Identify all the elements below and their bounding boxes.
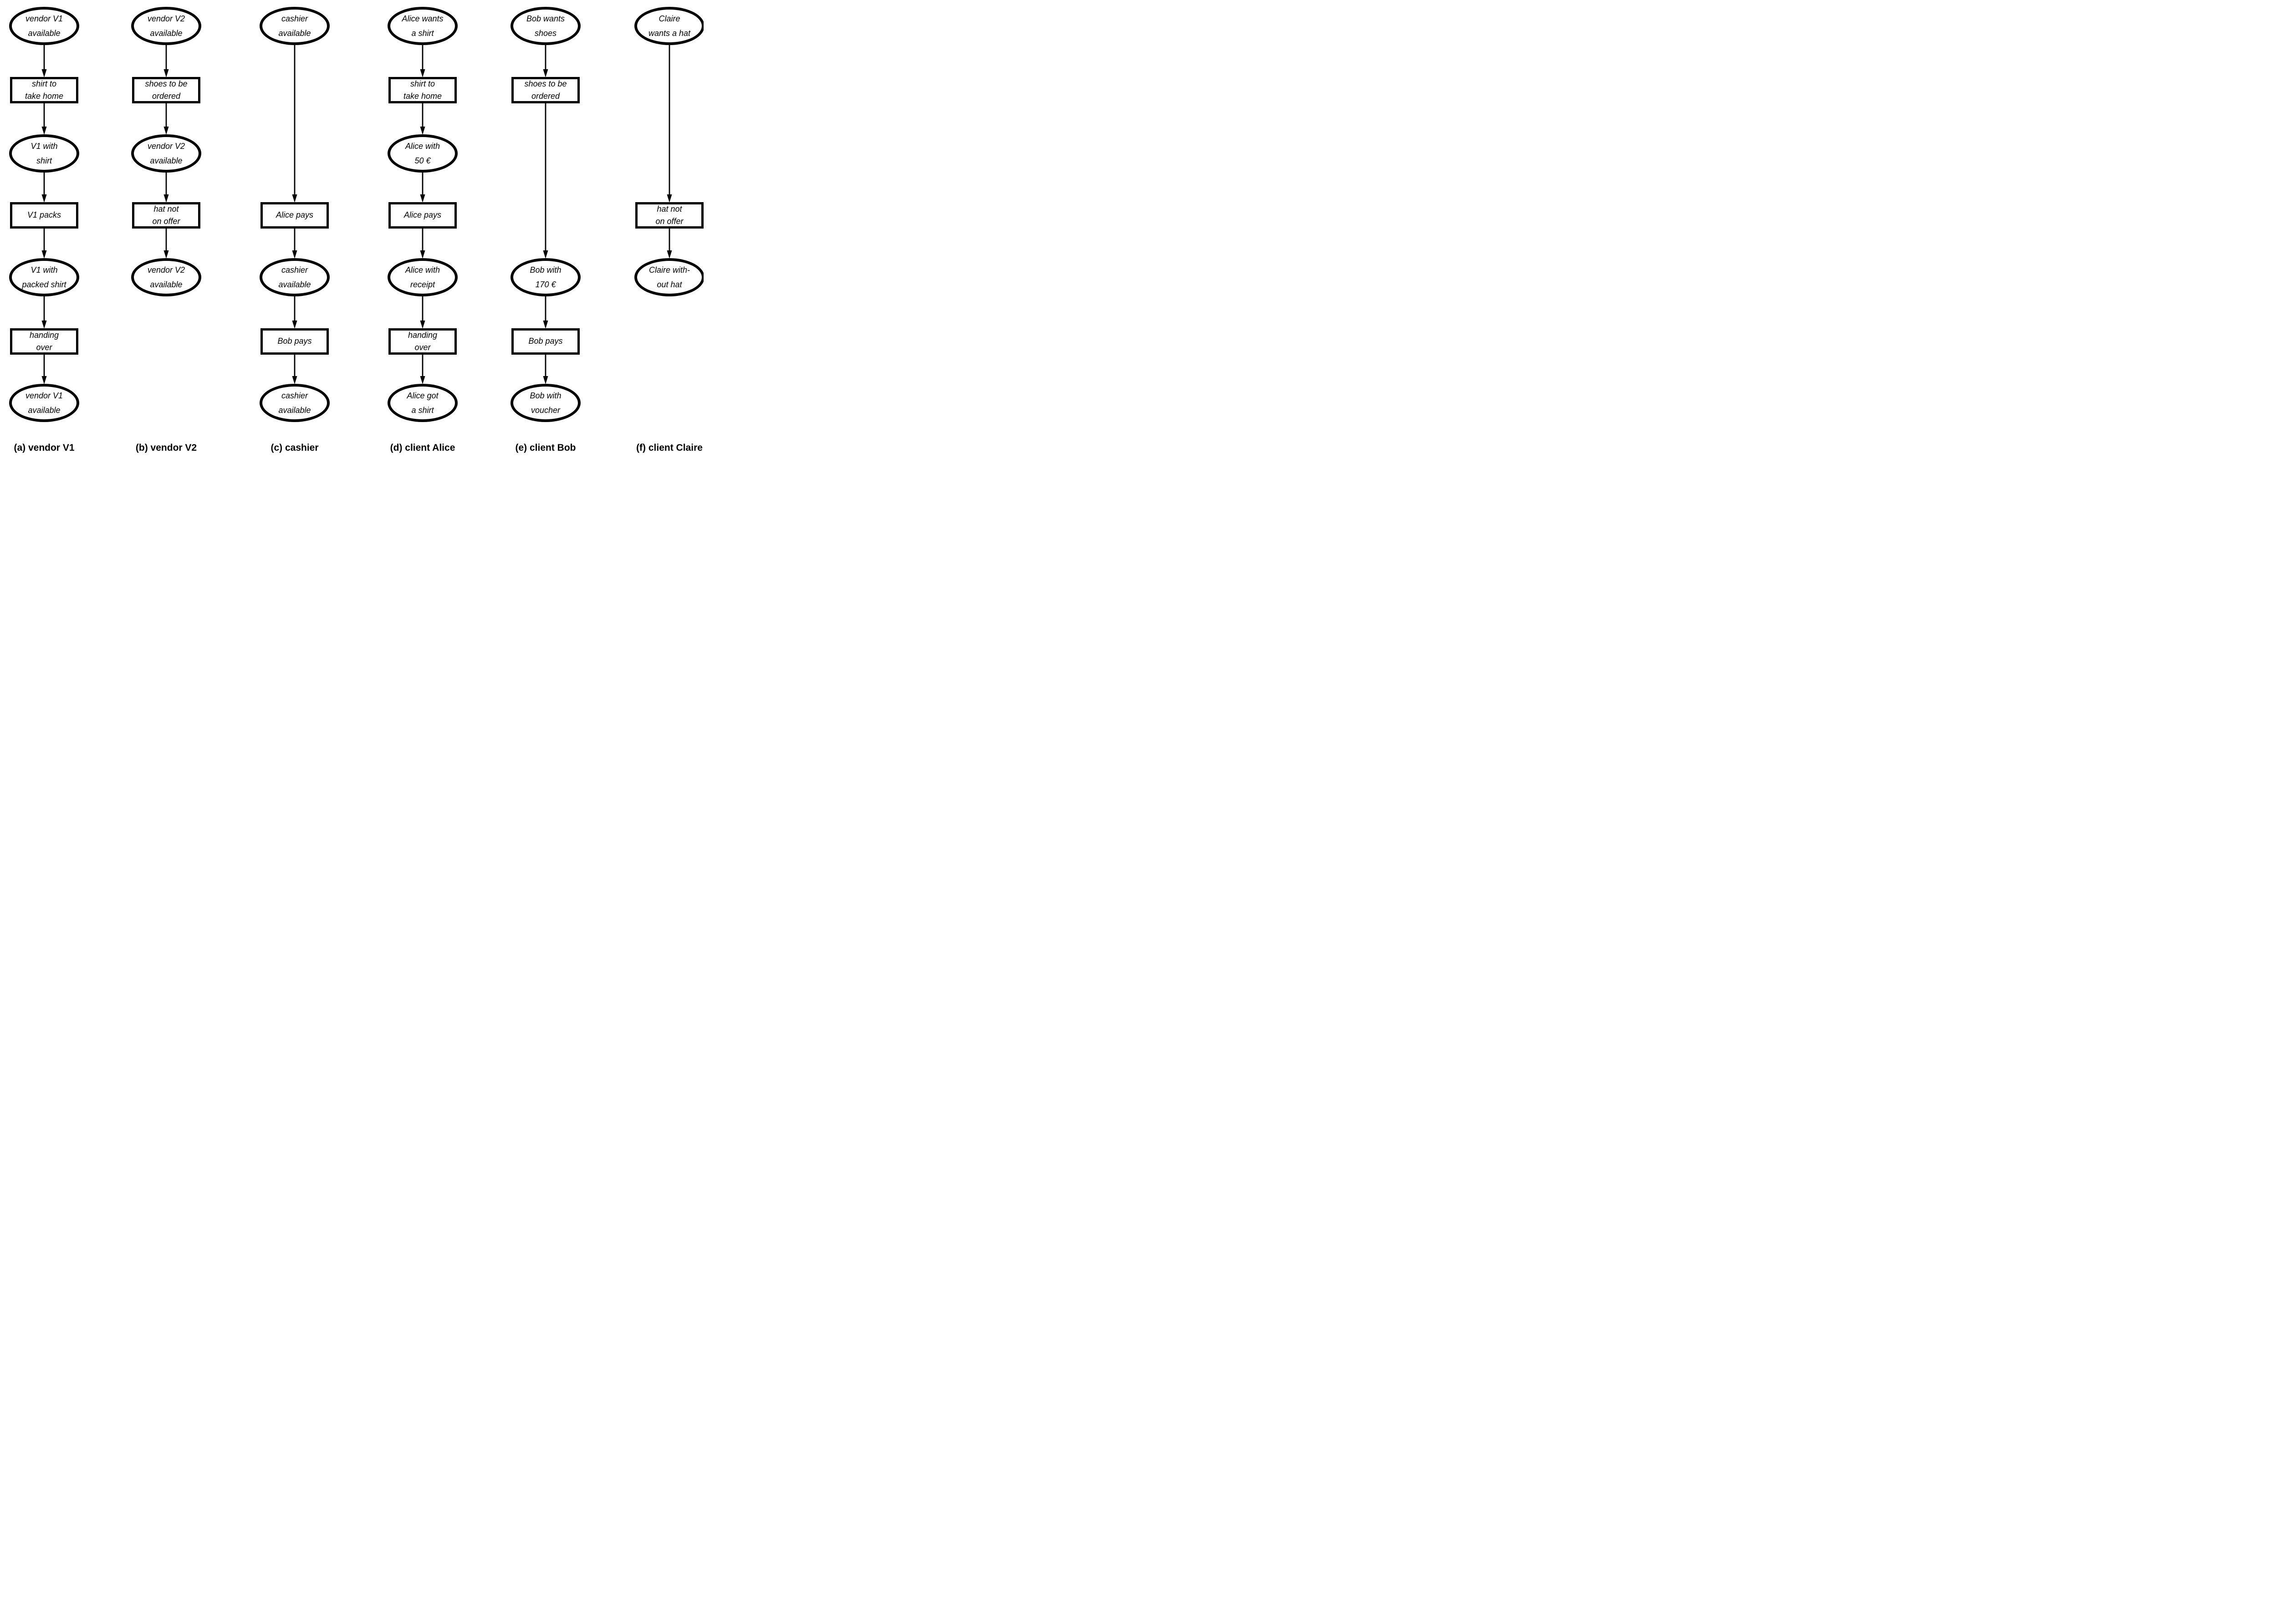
caption-b: (b) vendor V2: [135, 443, 197, 453]
action-node-handing-over: handing over: [388, 328, 457, 355]
arrowhead-icon: [667, 194, 672, 203]
state-node-cashier-available: cashier available: [260, 258, 330, 296]
arrow: [543, 44, 548, 77]
arrowhead-icon: [163, 69, 169, 77]
state-node-vendor-v1-available: vendor V1 available: [9, 384, 79, 422]
state-node-cashier-available: cashier available: [260, 384, 330, 422]
state-node-alice-wants-a-shirt: Alice wants a shirt: [388, 7, 458, 45]
arrowhead-icon: [41, 321, 47, 329]
action-node-shirt-to-take-home: shirt to take home: [10, 77, 78, 103]
state-node-v1-with-shirt: V1 with shirt: [9, 134, 79, 173]
state-node-bob-with-170: Bob with 170 €: [511, 258, 581, 296]
arrowhead-icon: [163, 127, 169, 135]
arrow: [420, 44, 425, 77]
state-node-vendor-v2-available: vendor V2 available: [131, 134, 201, 173]
arrow: [420, 354, 425, 384]
arrowhead-icon: [41, 250, 47, 259]
caption-d: (d) client Alice: [390, 443, 455, 453]
arrowhead-icon: [420, 321, 425, 329]
state-node-v1-with-packed-shirt: V1 with packed shirt: [9, 258, 79, 296]
action-node-hat-not-on-offer: hat not on offer: [635, 202, 704, 229]
arrow: [667, 228, 672, 259]
arrowhead-icon: [41, 194, 47, 203]
state-node-vendor-v2-available: vendor V2 available: [131, 7, 201, 45]
arrow: [292, 228, 297, 259]
state-node-claire-wants-a-hat: Claire wants a hat: [634, 7, 704, 45]
arrow: [292, 295, 297, 329]
arrows-layer: [41, 44, 672, 384]
state-diagram-canvas: vendor V1 available shirt to take home V1 …: [0, 0, 704, 463]
arrow: [41, 354, 47, 384]
action-node-shoes-to-be-ordered: shoes to be ordered: [511, 77, 580, 103]
action-node-alice-pays: Alice pays: [260, 202, 329, 229]
caption-e: (e) client Bob: [515, 443, 576, 453]
arrowhead-icon: [543, 250, 548, 259]
state-node-claire-with-out-hat: Claire with- out hat: [634, 258, 704, 296]
arrow: [543, 295, 548, 329]
arrowhead-icon: [420, 194, 425, 203]
arrow: [163, 44, 169, 77]
action-node-hat-not-on-offer: hat not on offer: [132, 202, 200, 229]
arrowhead-icon: [667, 250, 672, 259]
arrowhead-icon: [543, 69, 548, 77]
arrow: [420, 102, 425, 135]
caption-a: (a) vendor V1: [14, 443, 75, 453]
arrow: [292, 354, 297, 384]
arrow: [667, 44, 672, 203]
arrowhead-icon: [292, 321, 297, 329]
action-node-shoes-to-be-ordered: shoes to be ordered: [132, 77, 200, 103]
state-node-bob-with-voucher: Bob with voucher: [511, 384, 581, 422]
arrow: [420, 295, 425, 329]
arrowhead-icon: [292, 250, 297, 259]
action-node-shirt-to-take-home: shirt to take home: [388, 77, 457, 103]
state-node-bob-wants-shoes: Bob wants shoes: [511, 7, 581, 45]
arrowhead-icon: [41, 376, 47, 384]
arrow: [543, 354, 548, 384]
caption-c: (c) cashier: [271, 443, 319, 453]
action-node-alice-pays: Alice pays: [388, 202, 457, 229]
state-node-cashier-available: cashier available: [260, 7, 330, 45]
arrow: [163, 102, 169, 135]
arrow: [543, 102, 548, 259]
arrowhead-icon: [420, 69, 425, 77]
arrowhead-icon: [420, 250, 425, 259]
arrowhead-icon: [292, 376, 297, 384]
arrowhead-icon: [163, 194, 169, 203]
arrowhead-icon: [543, 321, 548, 329]
caption-f: (f) client Claire: [636, 443, 703, 453]
arrow: [292, 44, 297, 203]
action-node-v1-packs: V1 packs: [10, 202, 78, 229]
arrowhead-icon: [543, 376, 548, 384]
arrow: [41, 102, 47, 135]
arrow: [41, 228, 47, 259]
arrowhead-icon: [41, 127, 47, 135]
state-node-alice-with-receipt: Alice with receipt: [388, 258, 458, 296]
arrowhead-icon: [292, 194, 297, 203]
arrow: [41, 44, 47, 77]
state-node-alice-with-50: Alice with 50 €: [388, 134, 458, 173]
action-node-handing-over: handing over: [10, 328, 78, 355]
arrow: [163, 228, 169, 259]
arrow: [41, 172, 47, 203]
arrowhead-icon: [163, 250, 169, 259]
state-node-alice-got-a-shirt: Alice got a shirt: [388, 384, 458, 422]
arrow: [41, 295, 47, 329]
arrowhead-icon: [41, 69, 47, 77]
arrow: [420, 228, 425, 259]
state-node-vendor-v1-available: vendor V1 available: [9, 7, 79, 45]
state-node-vendor-v2-available: vendor V2 available: [131, 258, 201, 296]
arrowhead-icon: [420, 127, 425, 135]
arrow: [420, 172, 425, 203]
action-node-bob-pays: Bob pays: [511, 328, 580, 355]
arrowhead-icon: [420, 376, 425, 384]
action-node-bob-pays: Bob pays: [260, 328, 329, 355]
arrow: [163, 172, 169, 203]
